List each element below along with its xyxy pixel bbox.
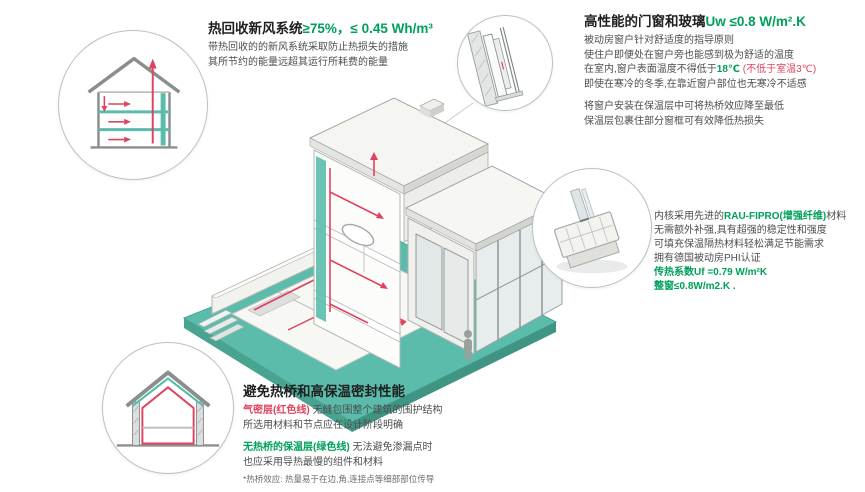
thermal-line-1-rest: 无缝包围整个建筑的围护结构	[309, 405, 443, 416]
heat-recovery-text-block: 热回收新风系统≥75%，≤ 0.45 Wh/m³ 带热回收的的新风系统采取防止热…	[208, 20, 460, 70]
thermal-title: 避免热桥和高保温密封性能	[243, 384, 405, 399]
profile-line-1-pre: 内核采用先进的	[654, 211, 724, 222]
callout-circle-window-detail	[457, 15, 553, 111]
profile-line-4: 拥有德国被动房PHI认证	[654, 253, 761, 264]
thermal-line-1: 气密层(红色线) 无缝包围整个建筑的围护结构	[243, 404, 533, 419]
windows-line-3: 在室内,窗户表面温度不得低于18℃ (不低于室温3℃)	[584, 63, 860, 78]
person-figure	[464, 330, 472, 360]
callout-circle-frame-profile	[532, 168, 652, 288]
profile-window-u-value: 整窗≤0.8W/m2.K .	[654, 281, 736, 292]
profile-line-3: 可填充保温隔热材料轻松满足节能需求	[654, 239, 824, 250]
windows-title-text: 高性能的门窗和玻璃	[584, 14, 706, 29]
thermal-line-2: 所选用材料和节点应在设计阶段明确	[243, 419, 403, 431]
profile-text-block: 内核采用先进的RAU-FIPRO(增强纤维)材料 无需额外补强,具有超强的稳定性…	[654, 210, 864, 294]
heat-recovery-title-text: 热回收新风系统	[208, 21, 303, 36]
heat-recovery-title-value: ≥75%，≤ 0.45 Wh/m³	[302, 21, 433, 36]
airtight-layer-section-icon	[116, 370, 220, 447]
thermal-footnote: *热桥效应: 热量易于在边,角,连接点等细部部位传导	[243, 474, 435, 484]
heat-recovery-line-1: 带热回收的的新风系统采取防止热损失的措施	[208, 42, 408, 53]
thermal-line-3: 无热桥的保温层(绿色线) 无法避免渗漏点时	[243, 441, 533, 456]
ventilation-section-icon	[87, 56, 181, 149]
profile-line-1-post: 材料	[826, 211, 847, 222]
windows-line-2: 使住户即便处在窗户旁也能感到极为舒适的温度	[584, 49, 794, 61]
profile-u-value: 传热系数Uf =0.79 W/m²K	[654, 267, 768, 278]
windows-temp-green: 18℃	[716, 64, 741, 75]
thermal-airtight-label: 气密层(红色线)	[243, 405, 310, 416]
windows-title-value: Uw ≤0.8 W/m².K	[705, 14, 806, 29]
profile-line-1: 内核采用先进的RAU-FIPRO(增强纤维)材料	[654, 210, 864, 224]
heat-recovery-line-2: 其所节约的能量远超其运行所耗费的能量	[208, 56, 388, 68]
profile-line-1-brand: RAU-FIPRO(增强纤维)	[724, 211, 827, 222]
heat-recovery-title: 热回收新风系统≥75%，≤ 0.45 Wh/m³	[208, 20, 460, 38]
thermal-line-4: 也应采用导热最慢的组件和材料	[243, 456, 383, 468]
windows-line-5: 将窗户安装在保温层中可将热桥效应降至最低	[584, 101, 784, 112]
windows-title: 高性能的门窗和玻璃Uw ≤0.8 W/m².K	[584, 13, 860, 31]
glass-living-block	[404, 165, 564, 355]
window-jamb-detail-icon	[466, 26, 524, 107]
terrace-steps	[197, 309, 245, 342]
windows-temp-pre: 在室内,窗户表面温度不得低于	[584, 64, 717, 75]
thermal-text-block: 避免热桥和高保温密封性能 气密层(红色线) 无缝包围整个建筑的围护结构 所选用材…	[243, 383, 533, 485]
windows-line-6: 保温层包裹住部分窗框可有效降低热损失	[584, 115, 764, 127]
windows-temp-red: (不低于室温3℃)	[740, 64, 817, 75]
profile-line-2: 无需额外补强,具有超强的稳定性和强度	[654, 225, 827, 236]
callout-circle-ventilation	[58, 30, 208, 180]
thermal-line-3-rest: 无法避免渗漏点时	[349, 442, 433, 453]
window-profile-icon	[553, 187, 628, 274]
windows-line-1: 被动房窗户针对舒适度的指导原则	[584, 35, 734, 46]
callout-circle-thermal-bridge	[102, 342, 234, 474]
windows-text-block: 高性能的门窗和玻璃Uw ≤0.8 W/m².K 被动房窗户针对舒适度的指导原则 …	[584, 13, 860, 129]
ventilation-ducts	[329, 152, 388, 324]
windows-line-4: 即使在寒冷的冬季,在靠近窗户部位也无寒冷不适感	[584, 78, 807, 90]
thermal-insulation-label: 无热桥的保温层(绿色线)	[243, 442, 350, 453]
house-cutaway-illustration	[182, 97, 564, 432]
